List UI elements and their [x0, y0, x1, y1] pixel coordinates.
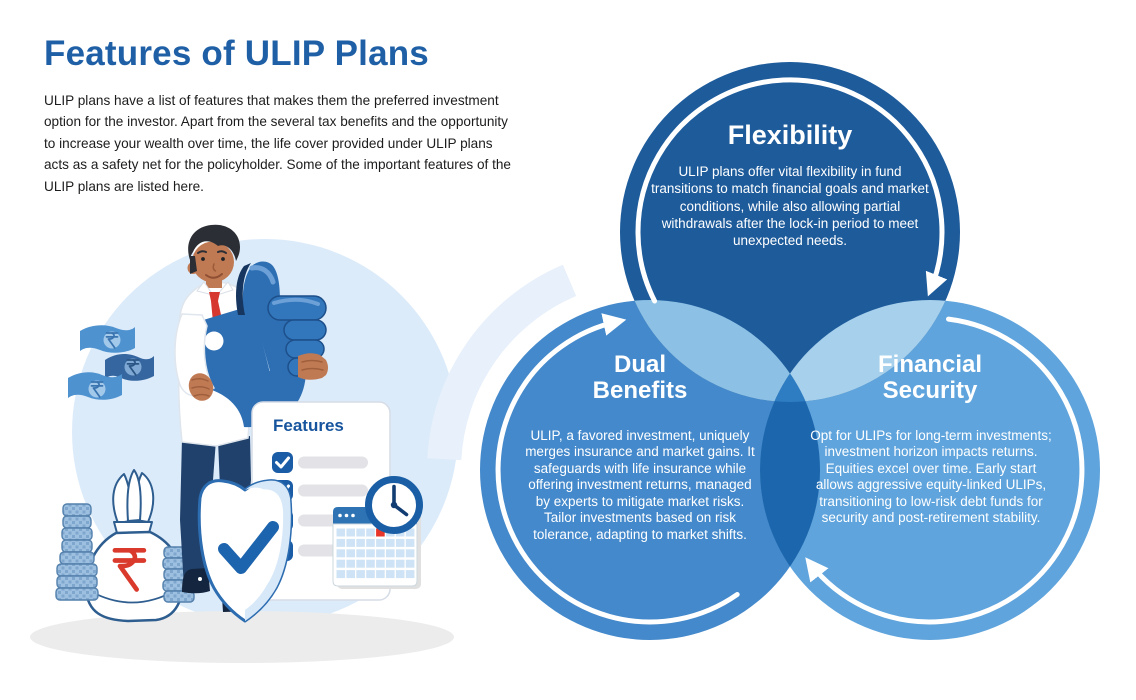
- venn-body-financial-security: Opt for ULIPs for long-term investments;…: [810, 428, 1052, 526]
- venn-title-financial-security: Financial Security: [877, 351, 983, 404]
- page-intro: ULIP plans have a list of features that …: [44, 93, 511, 194]
- person-face: [192, 241, 234, 283]
- shield-icon: [197, 479, 293, 623]
- person-left-arm: [174, 313, 216, 401]
- venn-overlap-flexibility-financial: [760, 300, 960, 402]
- money-bills-icon: [68, 325, 154, 400]
- thumbs-up-icon: [186, 261, 328, 428]
- coin-stack-left-icon: [55, 503, 99, 601]
- features-card-title: Features: [273, 416, 344, 435]
- money-bill-icon: [105, 353, 154, 381]
- calendar-grid: [336, 528, 415, 579]
- thumb-panel-dot: [204, 331, 224, 351]
- person-hair: [188, 224, 240, 261]
- arrow-dual-to-flexibility: [495, 313, 740, 625]
- check-icon: [218, 521, 279, 574]
- shoe-icon: [182, 568, 210, 594]
- money-bill-icon: [80, 325, 135, 353]
- money-bill-icon: [68, 372, 122, 400]
- venn-body-dual-benefits: ULIP, a favored investment, uniquely mer…: [525, 428, 755, 542]
- venn-overlap-flexibility-dual: [620, 300, 820, 402]
- venn-title-dual-benefits: Dual Benefits: [592, 351, 688, 404]
- decorative-crescent: [427, 264, 577, 461]
- arrow-flexibility-to-financial: [635, 77, 948, 304]
- venn-body-flexibility: ULIP plans offer vital flexibility in fu…: [651, 164, 929, 249]
- ulip-illustration: Features: [30, 224, 458, 663]
- calendar-marked-day: [376, 528, 385, 537]
- venn-title-flexibility: Flexibility: [727, 120, 853, 150]
- arrow-financial-to-dual: [805, 316, 1085, 625]
- tie-icon: [209, 292, 220, 301]
- person-right-hand: [298, 353, 328, 380]
- clock-icon: [365, 476, 423, 534]
- ground-shadow: [30, 611, 454, 663]
- page-title: Features of ULIP Plans: [44, 34, 429, 73]
- ulip-venn-diagram: [427, 62, 1100, 640]
